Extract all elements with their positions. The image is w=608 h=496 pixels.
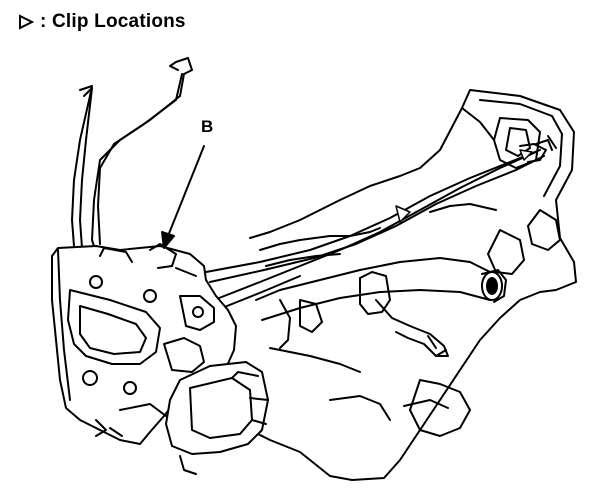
legend-text: : Clip Locations: [40, 11, 186, 32]
cables: [205, 139, 553, 309]
clip-marker: [519, 149, 533, 161]
door-inner-panel: [239, 89, 577, 481]
callout-label-b: B: [201, 117, 214, 136]
actuator-housing: [165, 361, 269, 475]
clip-markers: [395, 149, 533, 223]
clip-triangle-icon: [19, 14, 34, 30]
legend: : Clip Locations: [18, 11, 186, 33]
callout-b-leader: [161, 145, 205, 249]
grommet: [481, 269, 507, 303]
clip-marker: [395, 205, 411, 223]
latch-rods: [71, 57, 193, 253]
latch-assembly: [51, 243, 237, 445]
